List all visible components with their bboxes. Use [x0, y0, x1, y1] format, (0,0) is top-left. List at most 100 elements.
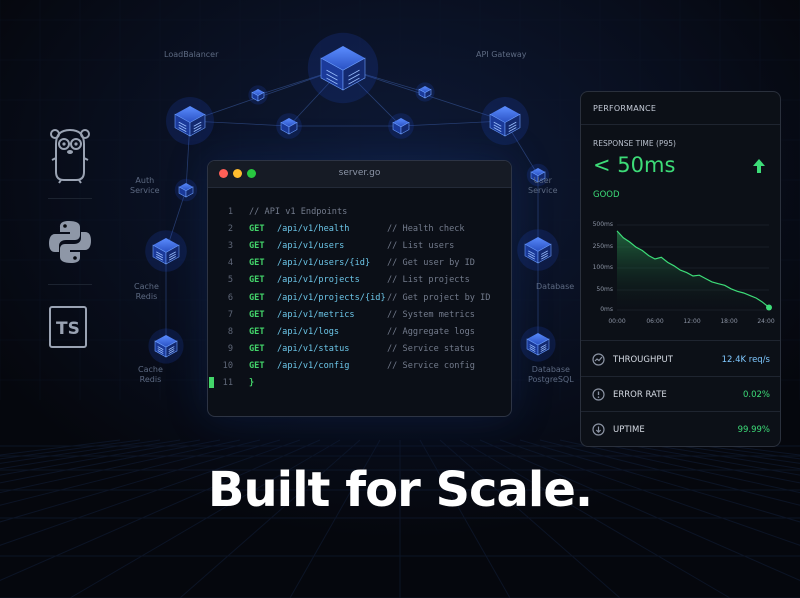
icon-divider: [48, 198, 92, 199]
http-method: GET: [249, 292, 265, 303]
x-tick-label: 24:00: [757, 318, 775, 325]
panel-separator: [581, 376, 780, 377]
code-comment: // System metrics: [387, 309, 475, 320]
code-comment: // List users: [387, 241, 455, 252]
text-cursor: [209, 377, 214, 388]
line-number: 6: [227, 292, 233, 303]
metric-label: THROUGHPUT: [613, 355, 673, 365]
code-comment: // Get project by ID: [387, 292, 491, 303]
code-comment: // Service config: [387, 360, 475, 371]
editor-titlebar: server.go: [208, 161, 511, 188]
server-node-icon: [145, 230, 187, 272]
maximize-window-button[interactable]: [247, 169, 256, 178]
x-tick-label: 12:00: [683, 318, 701, 325]
throughput-icon: [592, 353, 605, 366]
http-method: GET: [249, 258, 265, 269]
y-tick-label: 50ms: [596, 286, 613, 293]
node-label-database-bottom: Database PostgreSQL: [528, 365, 574, 384]
http-method: GET: [249, 224, 265, 235]
code-comment: // Get user by ID: [387, 258, 475, 269]
metric-throughput: THROUGHPUT 12.4K req/s: [581, 342, 780, 376]
line-number: 4: [227, 258, 233, 269]
endpoint-path: /api/v1/projects/{id}: [277, 292, 386, 303]
server-node-icon: [174, 178, 198, 202]
icon-divider: [48, 284, 92, 285]
x-tick-label: 06:00: [646, 318, 664, 325]
endpoint-path: /api/v1/logs: [277, 326, 340, 337]
line-number: 10: [222, 360, 233, 371]
metric-value: 12.4K req/s: [721, 355, 770, 365]
performance-panel: PERFORMANCE RESPONSE TIME (P95) < 50ms G…: [580, 91, 781, 447]
response-time-label: RESPONSE TIME (P95): [593, 139, 676, 148]
endpoint-path: /api/v1/users: [277, 241, 345, 252]
server-node-icon: [520, 326, 556, 362]
y-tick-label: 0ms: [600, 306, 613, 313]
headline: Built for Scale.: [207, 462, 593, 518]
metric-uptime: UPTIME 99.99%: [581, 412, 780, 446]
editor-filename: server.go: [338, 168, 381, 178]
chart-series-line: [616, 230, 770, 308]
trend-up-icon: [753, 159, 765, 173]
http-method: GET: [249, 360, 265, 371]
endpoint-path: /api/v1/projects: [277, 275, 360, 286]
server-node-icon: [388, 113, 414, 139]
typescript-label: TS: [56, 319, 80, 339]
code-text: }: [249, 378, 255, 388]
server-node-icon: [517, 229, 559, 271]
panel-separator: [581, 340, 780, 341]
line-number: 2: [227, 224, 233, 235]
panel-title: PERFORMANCE: [593, 104, 657, 113]
server-node-icon: [526, 163, 550, 187]
chart-area: [617, 230, 769, 310]
server-node-icon: [166, 97, 214, 145]
y-tick-label: 500ms: [592, 221, 613, 228]
metric-error-rate: ERROR RATE 0.02%: [581, 377, 780, 411]
close-window-button[interactable]: [219, 169, 228, 178]
server-node-icon: [415, 82, 435, 102]
line-number: 5: [227, 275, 233, 286]
panel-separator: [581, 124, 780, 125]
line-number: 8: [227, 326, 233, 337]
error-rate-icon: [592, 388, 605, 401]
python-icon: [46, 218, 94, 270]
line-number: 7: [227, 309, 233, 320]
node-label-cache-top: Cache Redis: [134, 282, 159, 301]
node-label-user-service: User Service: [528, 176, 558, 195]
server-node-icon: [307, 32, 379, 104]
line-number: 1: [227, 207, 233, 217]
endpoint-path: /api/v1/health: [277, 224, 350, 235]
gopher-icon: [46, 122, 94, 188]
uptime-icon: [592, 423, 605, 436]
x-tick-label: 00:00: [608, 318, 626, 325]
endpoint-path: /api/v1/config: [277, 360, 350, 371]
server-node-icon: [481, 97, 529, 145]
panel-separator: [581, 411, 780, 412]
line-number: 11: [222, 378, 233, 388]
server-node-icon: [148, 328, 184, 364]
metric-value: 99.99%: [737, 425, 770, 435]
metric-value: 0.02%: [742, 390, 770, 400]
code-line[interactable]: 11}: [208, 377, 254, 389]
response-time-value: < 50ms: [593, 153, 676, 177]
endpoint-path: /api/v1/users/{id}: [277, 258, 371, 269]
code-comment: // Service status: [387, 343, 475, 354]
http-method: GET: [249, 241, 265, 252]
line-number: 3: [227, 241, 233, 252]
node-label-database-top: Database: [536, 282, 575, 291]
node-label-cache-bottom: Cache Redis: [138, 365, 163, 384]
status-badge: GOOD: [593, 190, 620, 200]
y-tick-label: 100ms: [592, 264, 613, 271]
code-comment: // Aggregate logs: [387, 326, 475, 337]
x-tick-label: 18:00: [720, 318, 738, 325]
metric-label: ERROR RATE: [613, 390, 667, 400]
typescript-icon: TS: [49, 306, 87, 348]
code-comment: // API v1 Endpoints: [249, 207, 348, 217]
endpoint-path: /api/v1/status: [277, 343, 350, 354]
server-node-icon: [248, 85, 268, 105]
minimize-window-button[interactable]: [233, 169, 242, 178]
y-tick-label: 250ms: [592, 243, 613, 250]
line-number: 9: [227, 343, 233, 354]
http-method: GET: [249, 343, 265, 354]
http-method: GET: [249, 275, 265, 286]
